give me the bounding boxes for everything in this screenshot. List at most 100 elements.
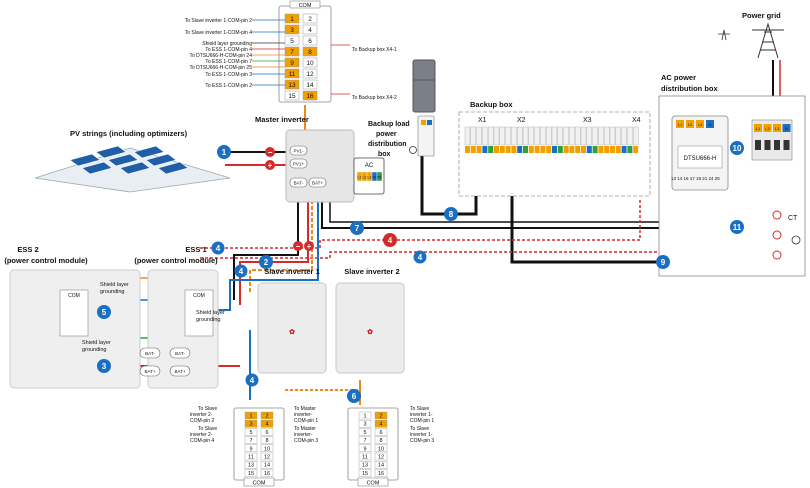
slave1-right-note-1a: To Master bbox=[294, 406, 316, 412]
breaker-pin-label: N bbox=[785, 126, 788, 131]
com-pin bbox=[284, 13, 300, 24]
com-pin bbox=[358, 452, 372, 461]
cable-marker-label: 5 bbox=[102, 308, 107, 317]
battery-positive-cable bbox=[239, 200, 309, 305]
com-pin-label: 7 bbox=[290, 49, 294, 56]
com-left-note: To DTSU666-H-COM-pin 25 bbox=[189, 65, 252, 71]
meter-pin-label: L1 bbox=[678, 122, 683, 127]
backup-terminal-pin bbox=[633, 146, 639, 153]
cable-marker-5 bbox=[97, 305, 111, 319]
backup-terminal-pin bbox=[465, 146, 470, 153]
com-pin bbox=[374, 469, 388, 477]
com-pin bbox=[374, 428, 388, 436]
backup-group-label: X2 bbox=[517, 117, 526, 124]
backup-terminal-pin bbox=[482, 146, 488, 153]
backup-terminal-pin bbox=[592, 146, 598, 153]
slave1-right-note-2a: To Master bbox=[294, 426, 316, 432]
com-pin-label: 12 bbox=[264, 455, 270, 461]
com-pin-label: 4 bbox=[308, 27, 312, 34]
com-pin bbox=[244, 420, 258, 428]
ac-box-label-2: distribution box bbox=[661, 84, 718, 93]
pv-panel bbox=[69, 153, 101, 167]
com-pin bbox=[244, 452, 258, 461]
com-pin-label: 3 bbox=[363, 422, 366, 428]
slave1-left-note-1b: inverter 2- bbox=[190, 412, 213, 418]
ess2-bat-neg: BAT- bbox=[145, 351, 155, 356]
breaker-pin bbox=[763, 124, 772, 132]
com-pin bbox=[358, 444, 372, 452]
backup-terminal-pin bbox=[552, 146, 557, 153]
right-note-2: To Backup box X4-2 bbox=[352, 95, 397, 101]
breaker-pin-label: L3 bbox=[775, 126, 780, 131]
power-grid-label: Power grid bbox=[742, 11, 781, 20]
pv-panel bbox=[81, 161, 113, 175]
backup-terminal-block bbox=[627, 126, 633, 146]
com-pin bbox=[302, 46, 318, 57]
com-pin bbox=[260, 461, 274, 469]
com-pin-label: 5 bbox=[363, 430, 366, 436]
slave1-right-note-2b: inverter- bbox=[294, 432, 313, 438]
cable-marker-4 bbox=[211, 241, 225, 255]
com-pin-label: 14 bbox=[378, 463, 384, 469]
backup-terminal-block bbox=[528, 126, 534, 146]
slave2-right-note-1c: COM-pin 1 bbox=[410, 418, 434, 424]
ess2-com-terminal bbox=[59, 289, 89, 337]
slave1-left-note-1a: To Slave bbox=[198, 406, 217, 412]
breaker-pin bbox=[773, 124, 781, 132]
com-pin bbox=[260, 411, 274, 420]
backup-terminal-pin bbox=[523, 146, 528, 153]
com-pin bbox=[374, 452, 388, 461]
ac-pin-label: L3 bbox=[368, 176, 372, 180]
com-pin-label: 15 bbox=[248, 471, 254, 477]
plus-sign: + bbox=[307, 242, 312, 251]
backup-terminal-pin bbox=[528, 146, 534, 153]
slave1-label: Slave inverter 1 bbox=[264, 267, 319, 276]
com-pin bbox=[302, 24, 318, 35]
pv-panel bbox=[145, 153, 177, 167]
meter-model: DTSU666-H bbox=[684, 156, 717, 162]
backup-load-label-4: box bbox=[378, 151, 391, 158]
backup-terminal-pin bbox=[517, 146, 523, 153]
cable-marker-label: 11 bbox=[733, 223, 742, 232]
bat-positive-port: BAT+ bbox=[312, 181, 323, 186]
cable-marker-label: 4 bbox=[418, 253, 423, 262]
backup-terminal-block bbox=[493, 126, 500, 146]
breaker-toggle-icon bbox=[764, 140, 771, 150]
com-left-note: To ESS 1-COM-pin 7 bbox=[205, 59, 252, 65]
cable-marker-7 bbox=[350, 221, 364, 235]
right-note-1: To Backup box X4-1 bbox=[352, 47, 397, 53]
com-pin bbox=[260, 469, 274, 477]
backup-terminal-pin bbox=[546, 146, 552, 153]
backup-terminal-block bbox=[557, 126, 563, 146]
backup-terminal-block bbox=[551, 126, 558, 146]
cable-marker-label: 1 bbox=[222, 148, 227, 157]
pv-strings-label: PV strings (including optimizers) bbox=[70, 129, 188, 138]
ground-icon bbox=[791, 235, 801, 245]
cable-marker-label: 9 bbox=[661, 258, 666, 267]
cable-marker-4 bbox=[383, 233, 397, 247]
meter-pin bbox=[706, 120, 714, 128]
shield-label-3a: Shield layer bbox=[196, 310, 225, 316]
cable-marker-label: 8 bbox=[449, 210, 454, 219]
com-pin-label: 13 bbox=[288, 82, 296, 89]
cable-marker-4 bbox=[413, 250, 427, 264]
com-pin bbox=[284, 79, 300, 90]
com-pin-label: 9 bbox=[249, 446, 252, 452]
com-pin bbox=[244, 411, 258, 420]
ess1-com-header: COM bbox=[193, 293, 205, 299]
cable-marker-label: 7 bbox=[355, 224, 360, 233]
meter-pin bbox=[696, 120, 704, 128]
backup-terminal-block bbox=[534, 126, 540, 146]
master-inverter: Master inverter PV1- PV1+ BAT- BAT+ AC L… bbox=[255, 115, 385, 203]
com-pin-label: 3 bbox=[249, 422, 252, 428]
cable-marker-label: 6 bbox=[352, 392, 357, 401]
backup-terminal-pin bbox=[586, 146, 592, 153]
ess2-label-1: ESS 2 bbox=[17, 245, 38, 254]
ac-pin-label: L2 bbox=[363, 176, 367, 180]
slave2-com-header: COM bbox=[367, 481, 380, 487]
com-pin bbox=[374, 444, 388, 452]
backup-terminal-pin bbox=[534, 146, 540, 153]
com-pin bbox=[284, 35, 300, 46]
